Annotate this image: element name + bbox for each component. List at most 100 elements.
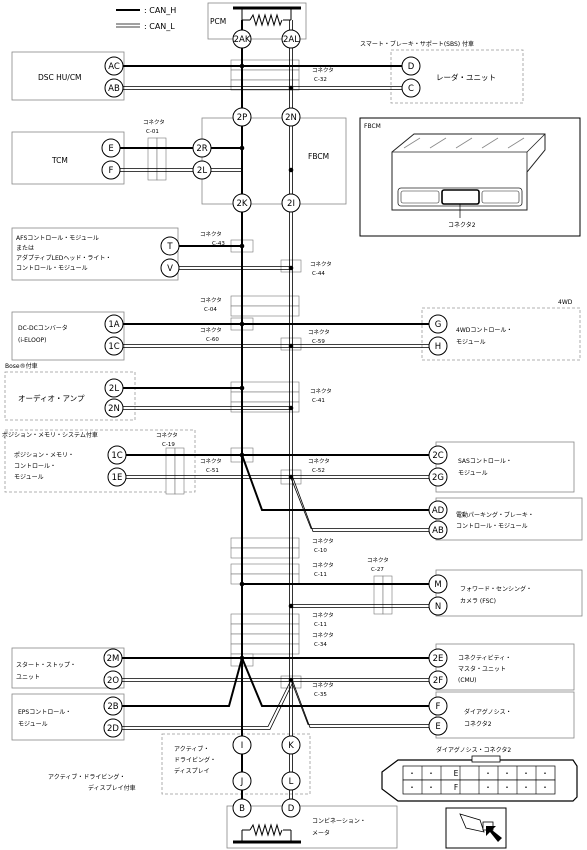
svg-text:AB: AB: [108, 84, 120, 94]
c51-label-1: コネクタ: [200, 457, 222, 465]
svg-text:E: E: [435, 722, 440, 732]
pin-4wd-g: G: [428, 314, 448, 334]
svg-text:•: •: [410, 771, 413, 777]
fourwd-note: 4WD: [558, 299, 573, 306]
svg-text:AB: AB: [432, 526, 444, 536]
pin-cmu-2f: 2F: [428, 670, 448, 690]
svg-text:AC: AC: [108, 62, 120, 72]
junction-dots: [239, 63, 294, 683]
c32-label-1: コネクタ: [312, 66, 334, 74]
svg-text:•: •: [410, 785, 413, 791]
c60-label-2: C-60: [206, 337, 219, 343]
svg-text:J: J: [240, 777, 244, 787]
epb-box: [435, 497, 583, 541]
pin-pos-1c: 1C: [107, 445, 127, 465]
meter-terminator: [233, 823, 301, 844]
afs-box: [11, 227, 179, 281]
svg-text:•: •: [486, 771, 489, 777]
pin-tcm-f: F: [101, 160, 121, 180]
c34-label-1: コネクタ: [312, 631, 334, 639]
pin-fbcm-2r: 2R: [192, 138, 212, 158]
afs-label-4: コントロール・モジュール: [16, 265, 88, 272]
fourwd-label-2: モジュール: [456, 339, 486, 346]
svg-text:2C: 2C: [432, 451, 443, 461]
audio-note: Bose®付車: [5, 362, 38, 370]
afs-label-1: AFSコントロール・モジュール: [16, 235, 99, 242]
pin-fsc-m: M: [428, 574, 448, 594]
pin-add-j: J: [232, 771, 252, 791]
c41-label-2: C-41: [312, 398, 325, 404]
ss-label-1: スタート・ストップ・: [16, 661, 76, 669]
fbcm-label: FBCM: [308, 152, 329, 161]
c35-label-2: C-35: [314, 692, 327, 698]
meter-label-1: コンビネーション・: [312, 817, 366, 825]
c10-label-2: C-10: [314, 548, 327, 554]
diag-label-2: コネクタ2: [464, 720, 492, 728]
fsc-label-2: カメラ (FSC): [460, 598, 496, 605]
c04-label-2: C-04: [204, 307, 217, 313]
epb-label-1: 電動パーキング・ブレーキ・: [456, 511, 534, 519]
trunk-can-l: [289, 20, 293, 808]
pin-ss-2m: 2M: [103, 648, 123, 668]
c19-label-1: コネクタ: [156, 431, 178, 439]
c43-label-2: C-43: [212, 241, 225, 247]
pin-afs-t: T: [160, 236, 180, 256]
svg-text:N: N: [435, 602, 441, 612]
c59-label-1: コネクタ: [308, 328, 330, 336]
pin-diag-e: E: [428, 716, 448, 736]
svg-text:1C: 1C: [111, 451, 122, 461]
svg-text:D: D: [288, 804, 295, 814]
dsc-label: DSC HU/CM: [38, 73, 82, 82]
svg-text:M: M: [434, 580, 441, 590]
pin-dsc-ab: AB: [104, 78, 124, 98]
audio-label: オーディオ・アンプ: [18, 393, 85, 403]
c01-label-1: コネクタ: [143, 118, 165, 126]
add-note-2: ディスプレイ付車: [88, 784, 136, 792]
pin-fbcm-2k: 2K: [232, 193, 252, 213]
pin-dcdc-1c: 1C: [104, 336, 124, 356]
svg-text:2O: 2O: [107, 676, 119, 686]
audio-box: [4, 371, 136, 421]
svg-text:2AK: 2AK: [234, 35, 251, 45]
c01-label-2: C-01: [146, 129, 159, 135]
svg-text:B: B: [239, 804, 245, 814]
pin-audio-2l: 2L: [104, 378, 124, 398]
pin-sas-2c: 2C: [428, 445, 448, 465]
svg-text:•: •: [429, 771, 432, 777]
dsc-box: [11, 51, 125, 101]
pin-sas-2g: 2G: [428, 467, 448, 487]
svg-text:•: •: [543, 785, 546, 791]
svg-text:D: D: [408, 62, 415, 72]
diag-label-1: ダイアグノシス・: [464, 708, 512, 716]
add-label-1: アクティブ・: [174, 745, 209, 753]
bus-trunk: [241, 20, 293, 808]
eps-label-1: EPSコントロール・: [18, 709, 71, 716]
diag-connector-face: • • • • • • • • • • • • E F: [381, 755, 578, 802]
c11b-label-1: コネクタ: [312, 611, 334, 619]
diag-inset-pin-e: E: [454, 769, 459, 778]
cmu-label-2: マスタ・ユニット: [458, 665, 506, 673]
pos-label-2: コントロール・: [14, 463, 56, 470]
afs-label-2: または: [16, 245, 34, 252]
pin-pcm-2ak: 2AK: [232, 29, 252, 49]
pin-pcm-2al: 2AL: [281, 29, 301, 49]
svg-text:AD: AD: [432, 506, 445, 516]
svg-text:•: •: [543, 771, 546, 777]
pin-fsc-n: N: [428, 596, 448, 616]
fourwd-label-1: 4WDコントロール・: [456, 327, 512, 334]
svg-text:2E: 2E: [433, 654, 444, 664]
c41-label-1: コネクタ: [310, 387, 332, 395]
legend: : CAN_H : CAN_L: [116, 6, 176, 31]
svg-text:L: L: [289, 777, 294, 787]
svg-text:F: F: [436, 702, 441, 712]
pcm-label: PCM: [210, 17, 226, 26]
dcdc-label-1: DC-DCコンバータ: [18, 324, 68, 332]
pin-dcdc-1a: 1A: [104, 314, 124, 334]
eps-label-2: モジュール: [18, 721, 48, 728]
pin-fbcm-2n: 2N: [281, 107, 301, 127]
c59-label-2: C-59: [312, 339, 325, 345]
radar-label: レーダ・ユニット: [436, 72, 496, 82]
pin-eps-2b: 2B: [103, 696, 123, 716]
pin-epb-ad: AD: [428, 500, 448, 520]
pin-fbcm-2i: 2I: [281, 193, 301, 213]
